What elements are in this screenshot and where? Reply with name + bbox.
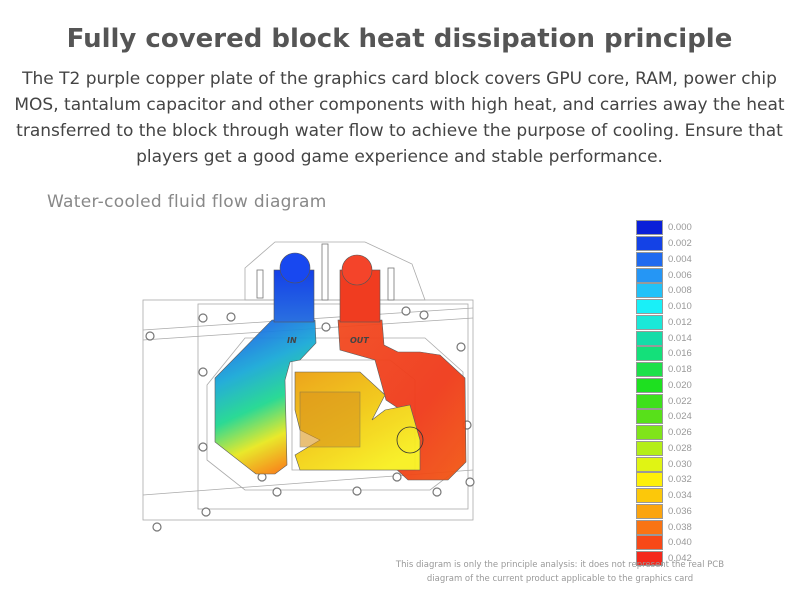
legend-swatch xyxy=(636,362,663,378)
legend-value: 0.008 xyxy=(668,285,692,297)
legend-row: 0.026 xyxy=(636,425,692,441)
legend-value: 0.012 xyxy=(668,316,692,328)
legend-row: 0.000 xyxy=(636,220,692,236)
legend-value: 0.004 xyxy=(668,253,692,265)
description-line: transferred to the block through water f… xyxy=(16,121,783,141)
legend-row: 0.012 xyxy=(636,314,692,331)
outlet-label: OUT xyxy=(350,336,369,345)
ports xyxy=(273,252,381,323)
screw-holes xyxy=(145,306,475,532)
inlet-channel xyxy=(214,319,317,475)
legend-value: 0.020 xyxy=(668,379,692,391)
legend-swatch xyxy=(636,283,663,299)
legend-swatch xyxy=(636,220,663,236)
legend-row: 0.010 xyxy=(636,299,692,315)
legend-row: 0.024 xyxy=(636,409,692,425)
inlet-label: IN xyxy=(287,336,297,345)
gpu-core-fins xyxy=(299,391,361,448)
legend-swatch xyxy=(636,456,663,472)
description-line: MOS, tantalum capacitor and other compon… xyxy=(14,95,785,115)
legend-swatch xyxy=(636,236,663,252)
legend-swatch xyxy=(636,314,663,330)
diagram-subtitle: Water-cooled fluid flow diagram xyxy=(47,192,327,212)
legend-value: 0.006 xyxy=(668,269,692,281)
legend-row: 0.040 xyxy=(636,535,692,551)
legend-row: 0.018 xyxy=(636,362,692,378)
legend-swatch xyxy=(636,535,663,551)
legend-swatch xyxy=(636,377,663,393)
legend-value: 0.034 xyxy=(668,490,692,502)
legend-row: 0.028 xyxy=(636,440,692,457)
legend-swatch xyxy=(636,503,663,519)
legend-value: 0.000 xyxy=(668,222,692,234)
legend-swatch xyxy=(636,267,663,283)
legend-swatch xyxy=(636,251,663,267)
legend-row: 0.008 xyxy=(636,283,692,299)
coolant-channels xyxy=(214,319,467,481)
legend-value: 0.018 xyxy=(668,364,692,376)
legend-swatch xyxy=(636,330,663,346)
legend-value: 0.014 xyxy=(668,332,692,344)
legend-value: 0.038 xyxy=(668,521,692,533)
logo-emblem xyxy=(396,426,424,454)
bolts xyxy=(256,243,395,301)
legend-value: 0.036 xyxy=(668,505,692,517)
legend-swatch xyxy=(636,488,663,504)
legend-row: 0.022 xyxy=(636,393,692,409)
legend-swatch xyxy=(636,440,663,456)
legend-swatch xyxy=(636,346,663,362)
description-line: The T2 purple copper plate of the graphi… xyxy=(22,69,777,89)
legend-row: 0.004 xyxy=(636,251,692,268)
legend-value: 0.026 xyxy=(668,427,692,439)
legend-swatch xyxy=(636,472,663,488)
legend-swatch xyxy=(636,425,663,441)
legend-row: 0.016 xyxy=(636,346,692,362)
legend-value: 0.030 xyxy=(668,458,692,470)
legend-value: 0.024 xyxy=(668,411,692,423)
legend-value: 0.022 xyxy=(668,395,692,407)
legend-row: 0.002 xyxy=(636,236,692,252)
legend-value: 0.032 xyxy=(668,474,692,486)
legend-swatch xyxy=(636,519,663,535)
disclaimer-note: This diagram is only the principle analy… xyxy=(370,558,750,586)
legend-row: 0.006 xyxy=(636,267,692,283)
color-scale-legend: 0.000 0.002 0.004 0.006 0.008 0.010 0.012 0.014… xyxy=(636,220,692,567)
legend-swatch xyxy=(636,299,663,315)
legend-swatch xyxy=(636,551,663,567)
legend-row: 0.030 xyxy=(636,456,692,472)
note-line: diagram of the current product applicabl… xyxy=(426,574,694,584)
legend-row: 0.038 xyxy=(636,519,692,535)
legend-value: 0.040 xyxy=(668,537,692,549)
note-line: This diagram is only the principle analy… xyxy=(395,560,725,570)
outlet-channel xyxy=(337,319,467,481)
legend-value: 0.042 xyxy=(668,553,692,565)
legend-row: 0.036 xyxy=(636,503,692,520)
legend-row: 0.034 xyxy=(636,488,692,504)
description: The T2 purple copper plate of the graphi… xyxy=(10,66,789,170)
legend-row: 0.014 xyxy=(636,330,692,346)
legend-row: 0.042 xyxy=(636,551,692,567)
legend-value: 0.002 xyxy=(668,238,692,250)
legend-row: 0.020 xyxy=(636,377,692,394)
legend-value: 0.016 xyxy=(668,348,692,360)
legend-swatch xyxy=(636,409,663,425)
legend-row: 0.032 xyxy=(636,472,692,488)
legend-value: 0.028 xyxy=(668,442,692,454)
page-title: Fully covered block heat dissipation pri… xyxy=(66,24,733,54)
description-line: players get a good game experience and s… xyxy=(136,147,663,167)
legend-swatch xyxy=(636,393,663,409)
legend-value: 0.010 xyxy=(668,301,692,313)
